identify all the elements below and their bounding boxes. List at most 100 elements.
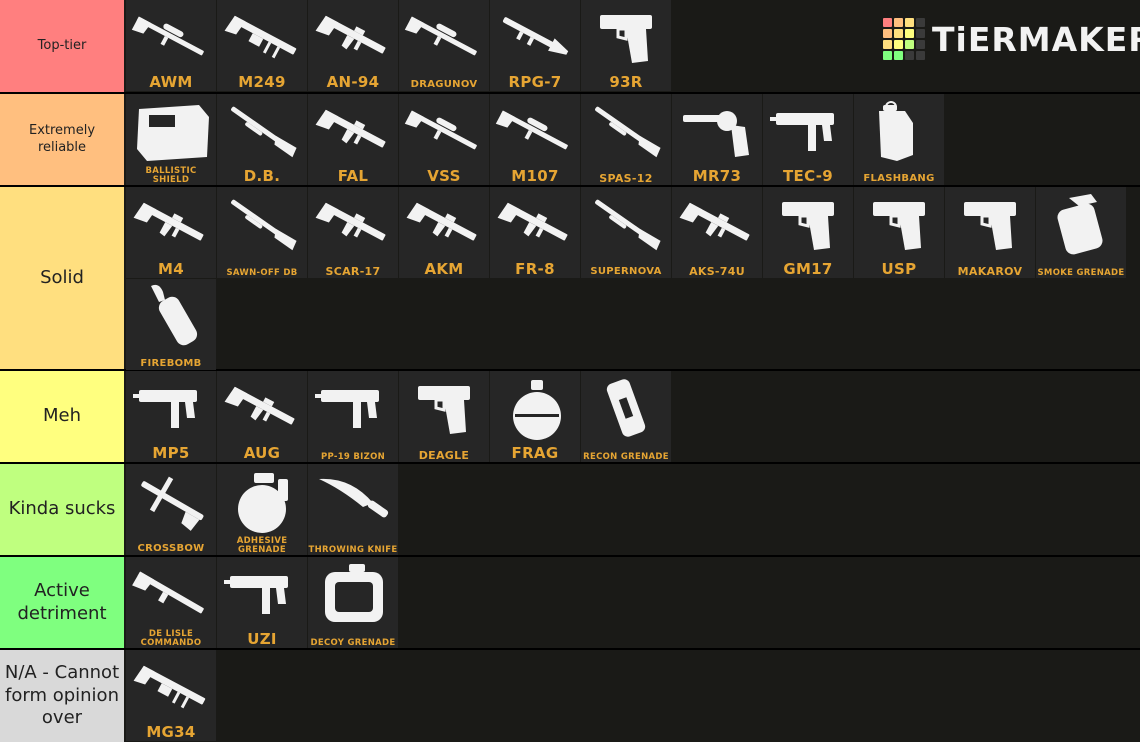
- logo-grid-cell: [905, 51, 914, 60]
- logo-grid-cell: [905, 40, 914, 49]
- logo-grid-cell: [905, 29, 914, 38]
- pistol-icon: [766, 187, 850, 262]
- tier-item[interactable]: DRAGUNOV: [399, 0, 489, 91]
- tier-item[interactable]: DEAGLE: [399, 371, 489, 462]
- tier-label[interactable]: Extremely reliable: [0, 94, 124, 185]
- tier-label[interactable]: N/A - Cannot form opinion over: [0, 650, 124, 742]
- tier-item[interactable]: ADHESIVE GRENADE: [217, 464, 307, 555]
- tier-item[interactable]: M4: [126, 187, 216, 278]
- tiermaker-logo[interactable]: TiERMAKER: [883, 18, 1140, 60]
- tier-item[interactable]: SCAR-17: [308, 187, 398, 278]
- item-name: SPAS-12: [599, 172, 653, 185]
- pistol-icon: [857, 187, 941, 262]
- item-name: M4: [158, 260, 184, 278]
- tier-item[interactable]: MG34: [126, 650, 216, 741]
- item-name: GM17: [783, 260, 833, 278]
- knife-icon: [311, 464, 395, 539]
- tier-item[interactable]: AN-94: [308, 0, 398, 91]
- tier-label[interactable]: Meh: [0, 371, 124, 462]
- item-name: AKM: [424, 260, 464, 278]
- tier-item[interactable]: MAKAROV: [945, 187, 1035, 278]
- tier-item[interactable]: DE LISLE COMMANDO: [126, 557, 216, 648]
- tier-item[interactable]: USP: [854, 187, 944, 278]
- tier-item[interactable]: FLASHBANG: [854, 94, 944, 185]
- tier-label[interactable]: Solid: [0, 187, 124, 369]
- tier-item[interactable]: FR-8: [490, 187, 580, 278]
- logo-grid-cell: [905, 18, 914, 27]
- assault-rifle-icon: [402, 187, 486, 262]
- item-name: UZI: [247, 630, 277, 648]
- item-name: CROSSBOW: [137, 543, 205, 554]
- tier-item[interactable]: AUG: [217, 371, 307, 462]
- tier-label[interactable]: Kinda sucks: [0, 464, 124, 555]
- tier-item[interactable]: SPAS-12: [581, 94, 671, 185]
- tier-item[interactable]: TEC-9: [763, 94, 853, 185]
- item-name: MP5: [152, 444, 190, 462]
- tier-item[interactable]: VSS: [399, 94, 489, 185]
- tier-item[interactable]: M107: [490, 94, 580, 185]
- tier-item[interactable]: AKM: [399, 187, 489, 278]
- smg-icon: [129, 371, 213, 446]
- item-name: D.B.: [243, 167, 281, 185]
- logo-grid-cell: [894, 40, 903, 49]
- tier-item[interactable]: CROSSBOW: [126, 464, 216, 555]
- pistol-icon: [402, 371, 486, 446]
- assault-rifle-icon: [311, 0, 395, 75]
- item-name: PP-19 BIZON: [320, 451, 386, 462]
- tier-item[interactable]: MP5: [126, 371, 216, 462]
- tier-item[interactable]: RPG-7: [490, 0, 580, 91]
- item-name: THROWING KNIFE: [308, 544, 398, 555]
- tier-item[interactable]: GM17: [763, 187, 853, 278]
- tier-item[interactable]: DECOY GRENADE: [308, 557, 398, 648]
- tier-item[interactable]: FRAG: [490, 371, 580, 462]
- item-name: FLASHBANG: [863, 173, 935, 184]
- item-name: M107: [511, 167, 559, 185]
- tier-item[interactable]: M249: [217, 0, 307, 91]
- recon-grenade-icon: [584, 371, 668, 446]
- shotgun-icon: [220, 187, 304, 262]
- pistol-icon: [948, 187, 1032, 262]
- rocket-launcher-icon: [493, 0, 577, 75]
- item-name: MAKAROV: [957, 265, 1023, 278]
- tier-item[interactable]: MR73: [672, 94, 762, 185]
- tier-item[interactable]: FIREBOMB: [126, 279, 216, 370]
- tier-item[interactable]: PP-19 BIZON: [308, 371, 398, 462]
- tier-item[interactable]: RECON GRENADE: [581, 371, 671, 462]
- tier-label[interactable]: Top-tier: [0, 0, 124, 92]
- assault-rifle-icon: [675, 187, 759, 262]
- shield-icon: [129, 94, 213, 169]
- tier-item[interactable]: AKS-74U: [672, 187, 762, 278]
- revolver-icon: [675, 94, 759, 169]
- assault-rifle-icon: [220, 371, 304, 446]
- item-name: AWM: [149, 73, 193, 91]
- firebomb-icon: [129, 279, 213, 354]
- logo-grid-cell: [883, 29, 892, 38]
- tier-item[interactable]: 93R: [581, 0, 671, 91]
- item-name: DE LISLE COMMANDO: [140, 629, 202, 648]
- crossbow-icon: [129, 464, 213, 539]
- tier-label[interactable]: Active detriment: [0, 557, 124, 648]
- tier-item[interactable]: UZI: [217, 557, 307, 648]
- tier-item[interactable]: FAL: [308, 94, 398, 185]
- tier-item[interactable]: SUPERNOVA: [581, 187, 671, 278]
- tier-item[interactable]: SMOKE GRENADE: [1036, 187, 1126, 278]
- tier-item[interactable]: AWM: [126, 0, 216, 91]
- tier-item[interactable]: SAWN-OFF DB: [217, 187, 307, 278]
- item-name: FIREBOMB: [140, 358, 202, 369]
- item-name: SAWN-OFF DB: [226, 267, 298, 278]
- tier-item[interactable]: D.B.: [217, 94, 307, 185]
- assault-rifle-icon: [311, 187, 395, 262]
- tier-item[interactable]: BALLISTIC SHIELD: [126, 94, 216, 185]
- logo-grid-cell: [883, 18, 892, 27]
- tier-item[interactable]: THROWING KNIFE: [308, 464, 398, 555]
